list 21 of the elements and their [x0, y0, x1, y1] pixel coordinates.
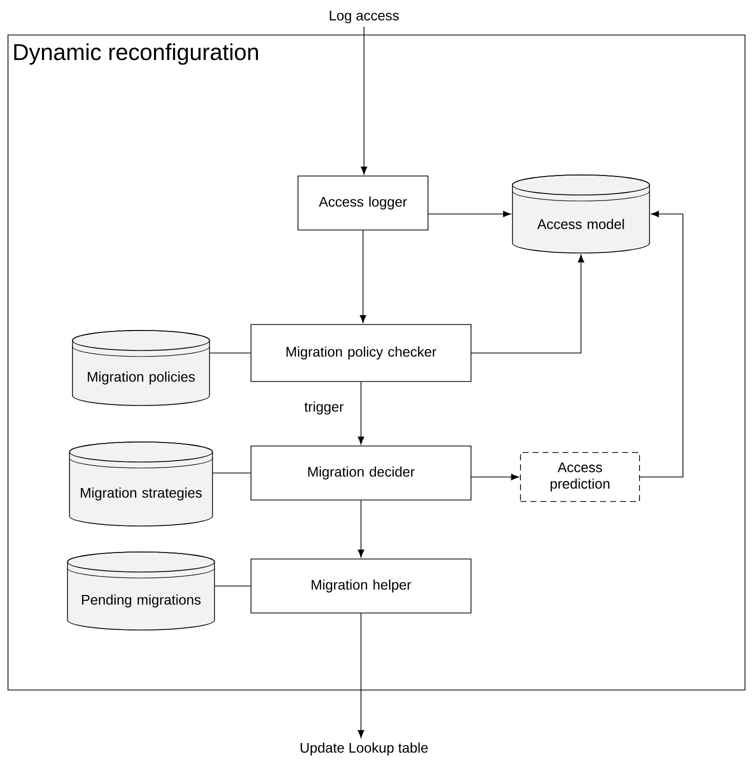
process-box: Migration helper [250, 558, 472, 614]
database-cylinder: Migration policies [72, 330, 210, 406]
arrow [358, 500, 364, 558]
arrow [358, 613, 364, 738]
process-box: Access logger [298, 176, 428, 230]
arrow [471, 254, 584, 354]
arrow [360, 230, 366, 323]
database-cylinder: Migration strategies [69, 442, 213, 526]
flow-text: Log access [330, 10, 399, 24]
database-cylinder: Pending migrations [67, 552, 215, 630]
arrow [358, 382, 364, 444]
arrow [360, 26, 368, 174]
process-box: Migration decider [250, 446, 472, 500]
arrow [471, 474, 519, 480]
dashed-box: Access prediction [520, 452, 640, 502]
arrow [640, 210, 684, 478]
flow-text: Update Lookup table [300, 742, 428, 756]
database-cylinder: Access model [512, 174, 650, 254]
arrow [428, 210, 511, 218]
process-box: Migration policy checker [250, 324, 472, 382]
edge-label: trigger [303, 400, 345, 416]
